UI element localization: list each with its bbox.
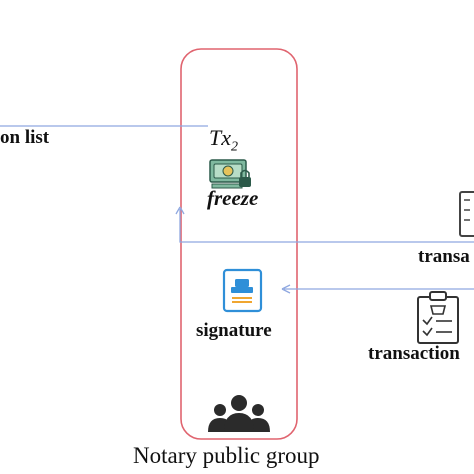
transaction-label-bottom: transaction	[368, 343, 460, 364]
tx-subscript: 2	[231, 139, 238, 155]
arrowhead-signature	[281, 284, 291, 294]
tx-label: Tx2	[209, 125, 238, 155]
arrow-freeze	[179, 209, 474, 243]
notary-group-box	[180, 48, 298, 440]
group-label: Notary public group	[133, 443, 320, 468]
signature-label: signature	[196, 320, 272, 341]
clipboard-basket-icon	[417, 291, 459, 344]
transaction-list-label: on list	[0, 127, 50, 148]
freeze-label: freeze	[207, 186, 259, 210]
group-people-icon	[208, 395, 270, 432]
signature-document-icon	[222, 268, 263, 313]
clipboard-icon-top	[459, 191, 474, 237]
transaction-label-top: transa	[418, 246, 470, 267]
money-lock-icon	[209, 159, 251, 189]
tx-main: Tx	[209, 125, 231, 150]
arrowhead-freeze	[175, 206, 185, 215]
